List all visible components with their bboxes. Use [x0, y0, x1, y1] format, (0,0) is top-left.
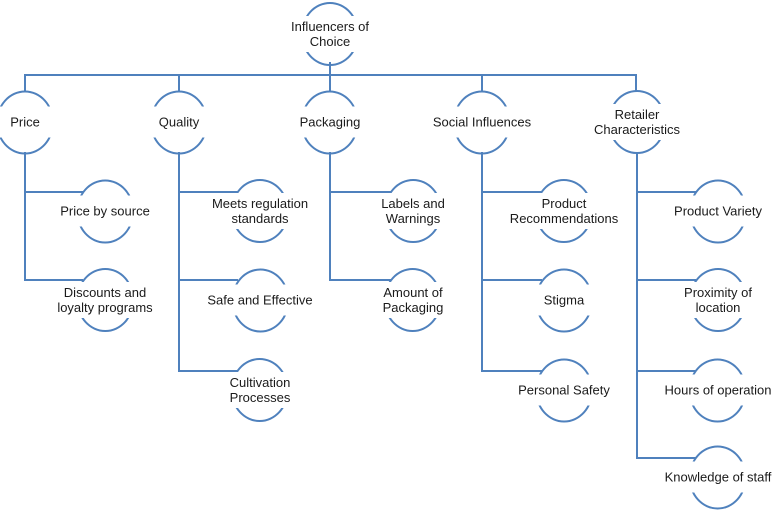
- child-node-proximity-of-location: Proximity of location: [679, 268, 757, 332]
- child-node-label: Personal Safety: [513, 374, 615, 406]
- child-node-label: Meets regulation standards: [206, 193, 314, 229]
- child-node-label: Discounts and loyalty programs: [52, 282, 158, 318]
- branch-node-retailer-characteristics: Retailer Characteristics: [589, 90, 685, 154]
- child-node-meets-regulation-standards: Meets regulation standards: [206, 179, 314, 243]
- root-node-label: Influencers of Choice: [285, 16, 375, 52]
- child-node-label: Amount of Packaging: [377, 282, 449, 318]
- root-node: Influencers of Choice: [285, 2, 375, 66]
- branch-node-quality: Quality: [144, 90, 214, 154]
- child-node-label: Proximity of location: [679, 282, 757, 318]
- branch-node-label: Social Influences: [427, 106, 537, 138]
- child-node-stigma: Stigma: [529, 268, 599, 332]
- child-node-label: Product Recommendations: [504, 193, 624, 229]
- child-node-labels-and-warnings: Labels and Warnings: [376, 179, 450, 243]
- branch-node-social-influences: Social Influences: [427, 90, 537, 154]
- child-node-discounts-loyalty-programs: Discounts and loyalty programs: [52, 268, 158, 332]
- bus-line: [24, 62, 637, 92]
- social-influences-trunk: [481, 152, 542, 372]
- child-node-product-recommendations: Product Recommendations: [504, 179, 624, 243]
- child-node-knowledge-of-staff: Knowledge of staff: [659, 445, 777, 509]
- quality-trunk: [178, 152, 238, 372]
- child-node-amount-of-packaging: Amount of Packaging: [377, 268, 449, 332]
- retailer-trunk: [636, 152, 696, 459]
- child-node-label: Labels and Warnings: [376, 193, 450, 229]
- child-node-safe-and-effective: Safe and Effective: [202, 268, 318, 332]
- child-node-hours-of-operation: Hours of operation: [659, 358, 777, 422]
- branch-node-label: Packaging: [294, 106, 366, 138]
- child-node-label: Cultivation Processes: [224, 372, 296, 408]
- child-node-price-by-source: Price by source: [55, 179, 155, 243]
- child-node-label: Stigma: [529, 284, 599, 316]
- child-node-label: Hours of operation: [659, 374, 777, 406]
- branch-node-price: Price: [0, 90, 60, 154]
- child-node-label: Safe and Effective: [202, 284, 318, 316]
- child-node-product-variety: Product Variety: [669, 179, 767, 243]
- branch-node-label: Retailer Characteristics: [589, 104, 685, 140]
- child-node-cultivation-processes: Cultivation Processes: [224, 358, 296, 422]
- price-trunk: [24, 152, 83, 281]
- packaging-trunk: [329, 152, 391, 281]
- child-node-label: Knowledge of staff: [659, 461, 777, 493]
- branch-node-label: Price: [0, 106, 60, 138]
- branch-node-label: Quality: [144, 106, 214, 138]
- child-node-personal-safety: Personal Safety: [513, 358, 615, 422]
- child-node-label: Price by source: [55, 195, 155, 227]
- child-node-label: Product Variety: [669, 195, 767, 227]
- branch-node-packaging: Packaging: [294, 90, 366, 154]
